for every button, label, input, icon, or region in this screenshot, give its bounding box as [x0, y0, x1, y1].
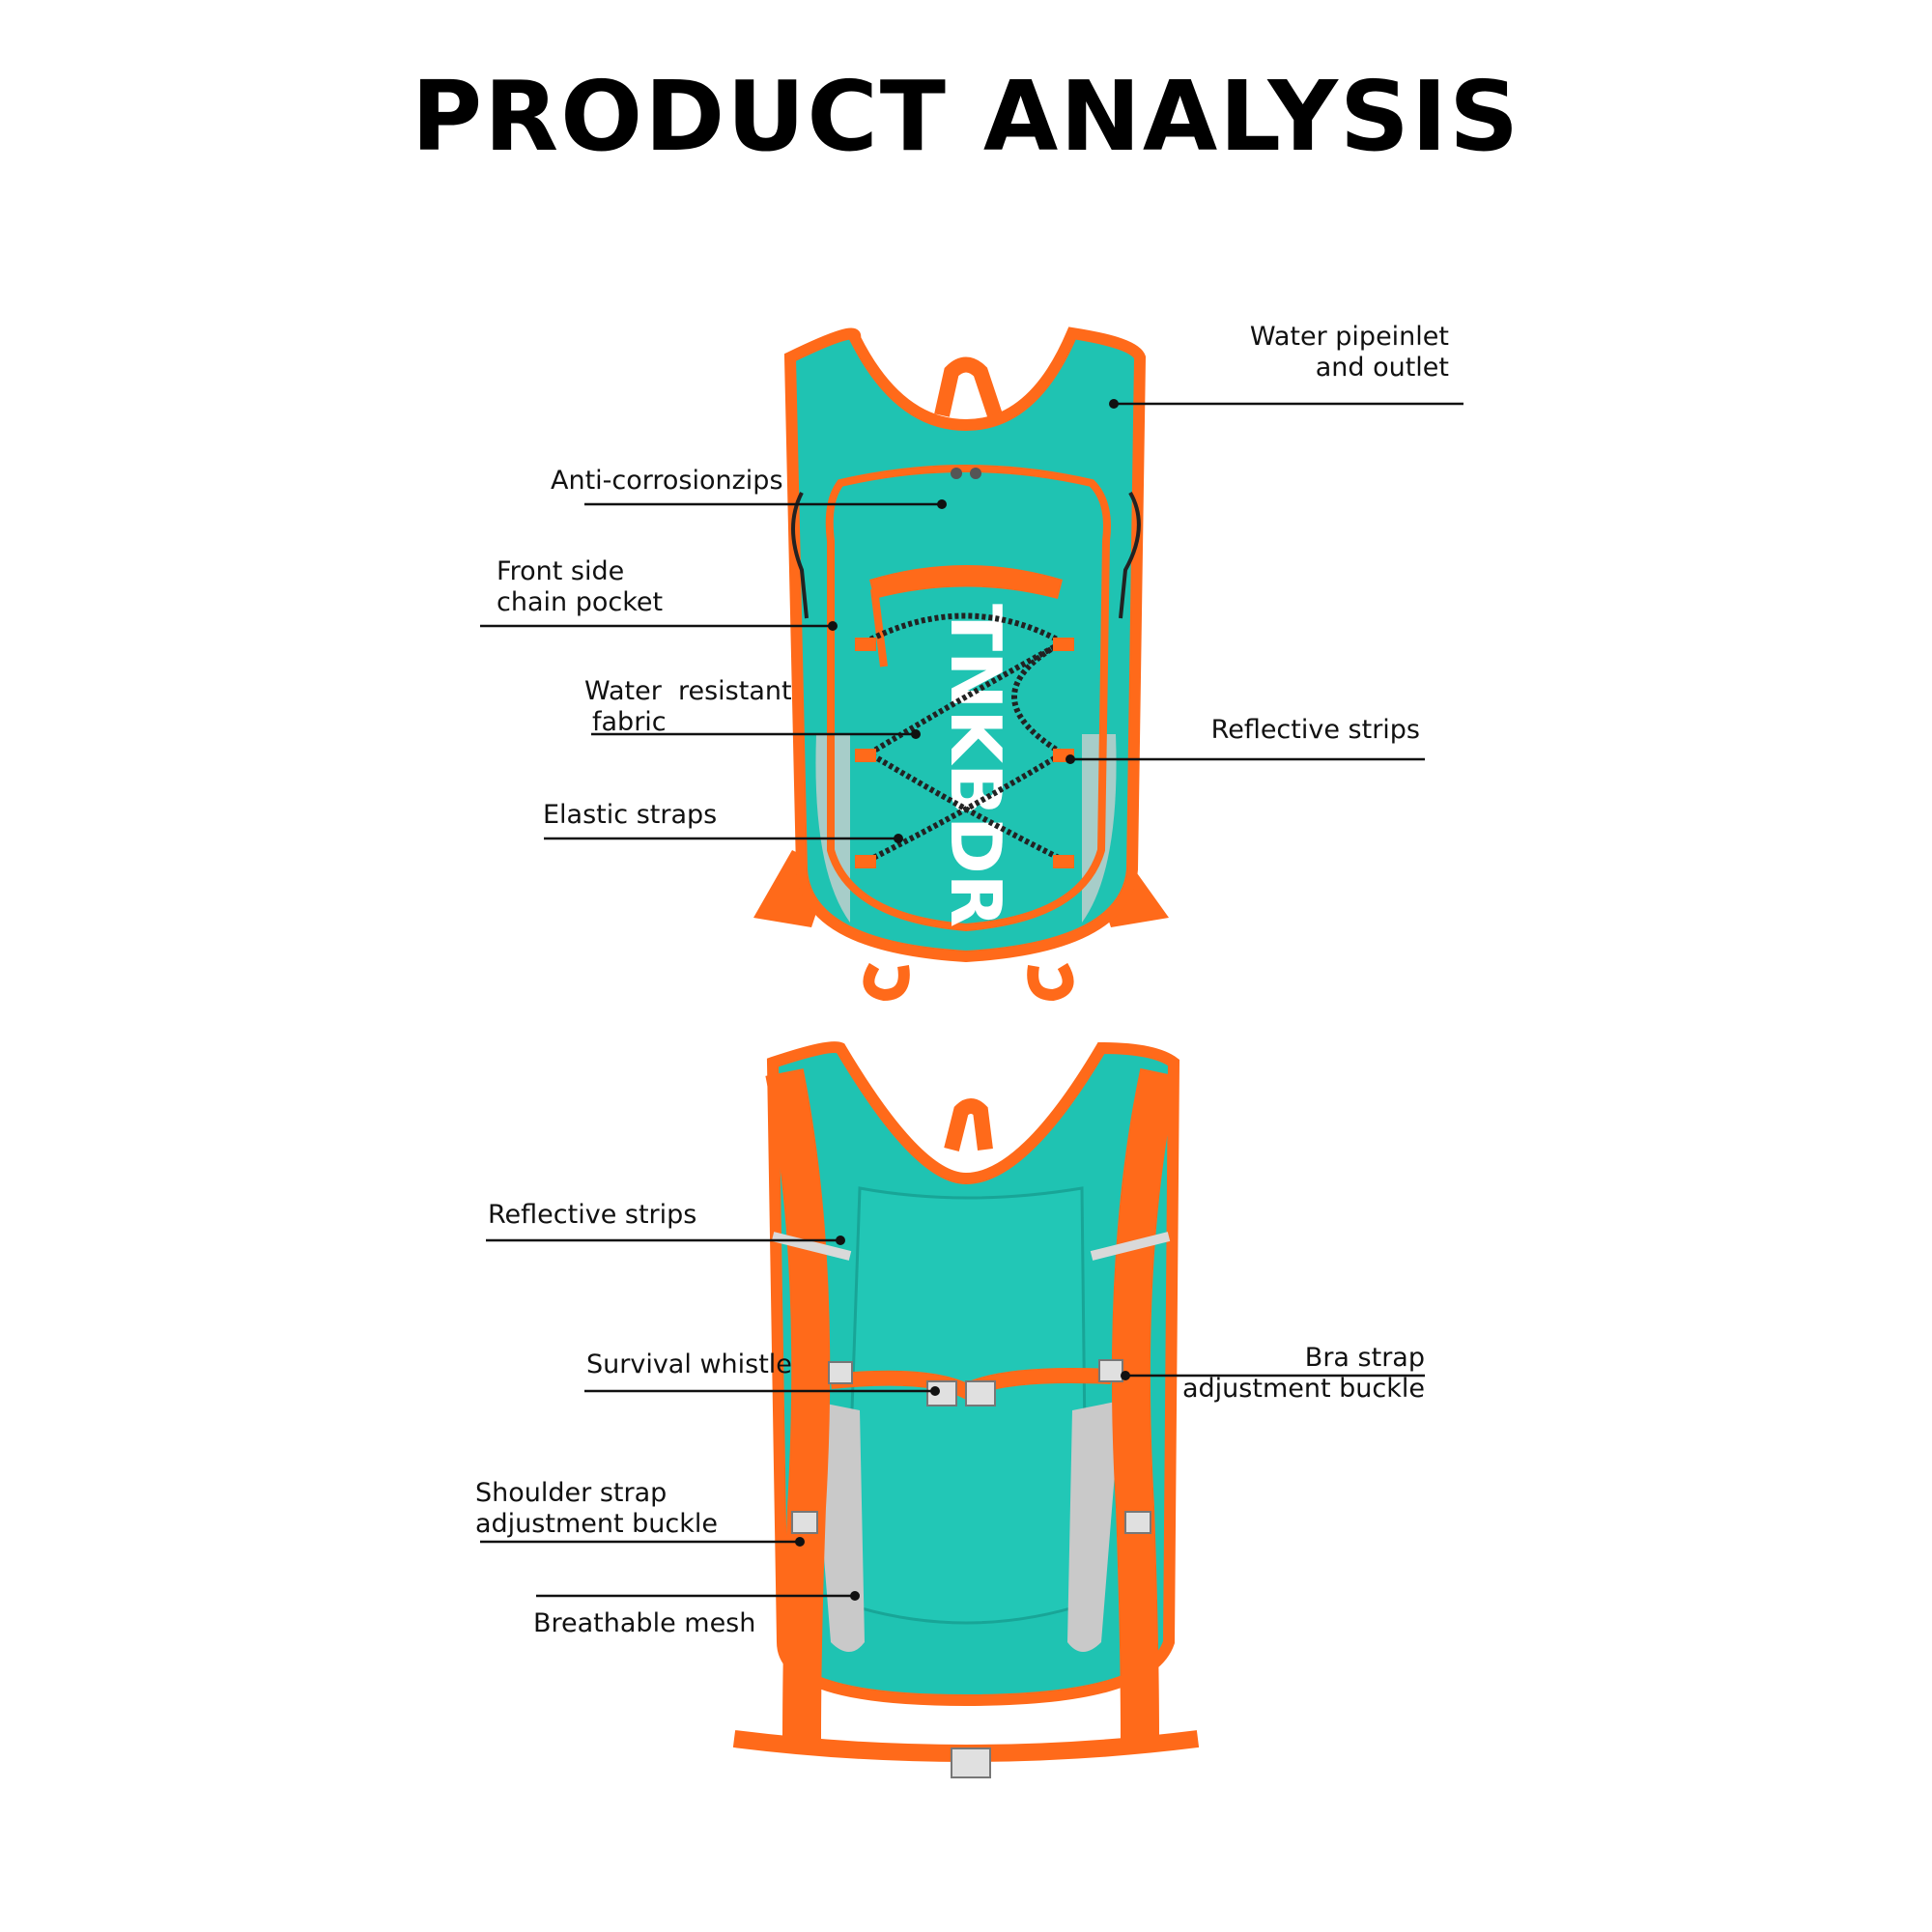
front-backpack: TNKBDR	[753, 327, 1169, 1002]
back-backpack	[732, 1041, 1200, 1778]
front-body	[783, 327, 1147, 963]
label-anti-corrosion: Anti-corrosionzips	[551, 466, 783, 496]
label-reflective-back: Reflective strips	[488, 1200, 697, 1230]
label-survival-whistle: Survival whistle	[586, 1350, 792, 1379]
label-water-pipe: Water pipeinlet and outlet	[1249, 322, 1449, 383]
label-water-resistant: Water resistant fabric	[584, 676, 792, 737]
brand-text: TNKBDR	[935, 604, 1016, 927]
label-bra-strap: Bra strap adjustment buckle	[1182, 1343, 1425, 1404]
label-front-pocket: Front side chain pocket	[497, 556, 664, 617]
label-breathable-mesh: Breathable mesh	[533, 1608, 756, 1638]
page-title: PRODUCT ANALYSIS	[411, 60, 1521, 173]
label-reflective-front: Reflective strips	[1210, 715, 1420, 745]
leader-lines	[480, 399, 1463, 1601]
label-shoulder-strap: Shoulder strap adjustment buckle	[475, 1478, 718, 1539]
label-elastic-straps: Elastic straps	[543, 800, 718, 830]
